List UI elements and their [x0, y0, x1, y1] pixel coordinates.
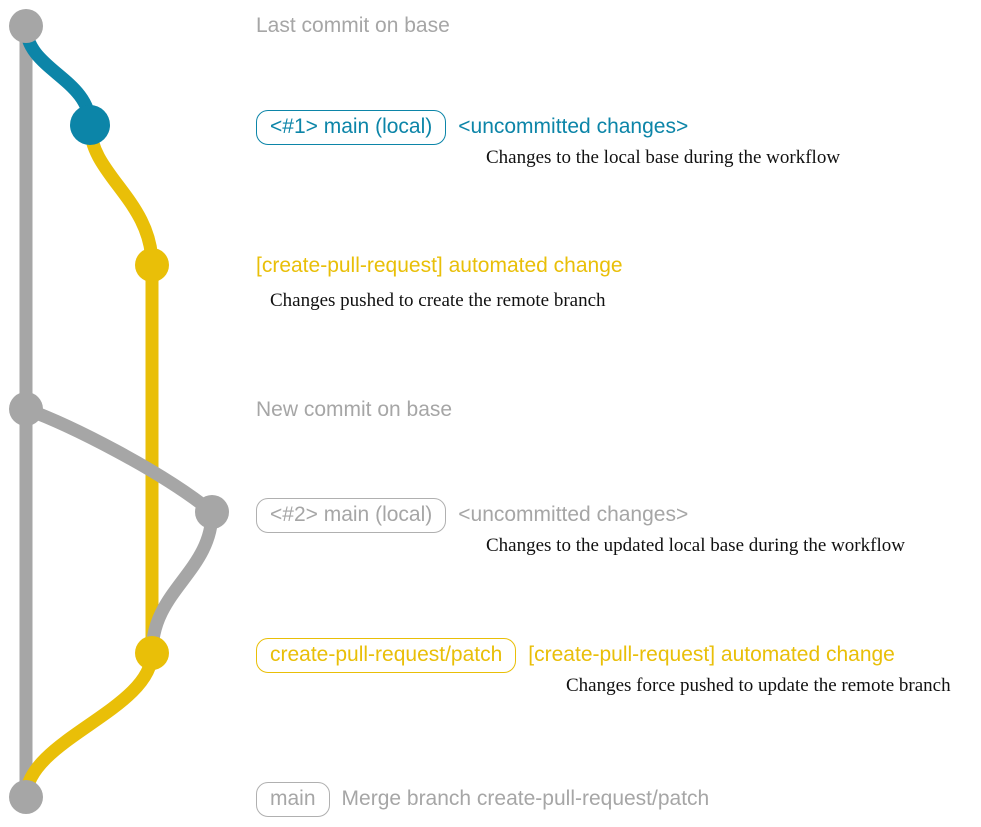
description-patch-1: Changes pushed to create the remote bran… [270, 290, 606, 311]
commit-node-local-2 [195, 495, 229, 529]
branch-badge-create-pull-request-patch[interactable]: create-pull-request/patch [256, 638, 517, 673]
commit-node-base-merge [9, 780, 43, 814]
edge-patch2-to-merge [19, 646, 159, 804]
branch-badge-main-local-2[interactable]: <#2> main (local) [256, 498, 447, 533]
row-local-2: <#2> main (local) <uncommitted changes> [256, 498, 688, 533]
commit-node-patch-2 [135, 636, 169, 670]
commit-message-new-commit-on-base: New commit on base [256, 398, 453, 421]
commit-message-local-1: <uncommitted changes> [458, 115, 689, 138]
edge-local1-to-patch1 [83, 118, 159, 272]
branch-badge-main[interactable]: main [256, 782, 330, 817]
description-patch-2: Changes force pushed to update the remot… [566, 675, 951, 696]
commit-message-patch-2: [create-pull-request] automated change [528, 643, 895, 666]
edge-local2-to-patch2 [145, 505, 219, 660]
branch-badge-main-local-1[interactable]: <#1> main (local) [256, 110, 447, 145]
commit-nodes [9, 9, 229, 814]
row-local-1: <#1> main (local) <uncommitted changes> [256, 110, 688, 145]
commit-node-local-1 [70, 105, 110, 145]
edge-basenew-to-local2 [19, 402, 219, 519]
row-last-commit-on-base: Last commit on base [256, 13, 450, 39]
commit-node-patch-1 [135, 248, 169, 282]
description-local-1: Changes to the local base during the wor… [486, 147, 841, 168]
commit-node-base-new [9, 392, 43, 426]
commit-message-patch-1: [create-pull-request] automated change [256, 254, 623, 277]
row-patch-1: [create-pull-request] automated change [256, 253, 623, 279]
row-new-commit-on-base: New commit on base [256, 397, 452, 423]
row-merge: main Merge branch create-pull-request/pa… [256, 782, 709, 817]
commit-node-base-top [9, 9, 43, 43]
commit-message-last-commit-on-base: Last commit on base [256, 14, 450, 37]
commit-message-merge: Merge branch create-pull-request/patch [341, 787, 710, 810]
commit-message-local-2: <uncommitted changes> [458, 503, 689, 526]
description-local-2: Changes to the updated local base during… [486, 535, 905, 556]
row-patch-2: create-pull-request/patch [create-pull-r… [256, 638, 895, 673]
